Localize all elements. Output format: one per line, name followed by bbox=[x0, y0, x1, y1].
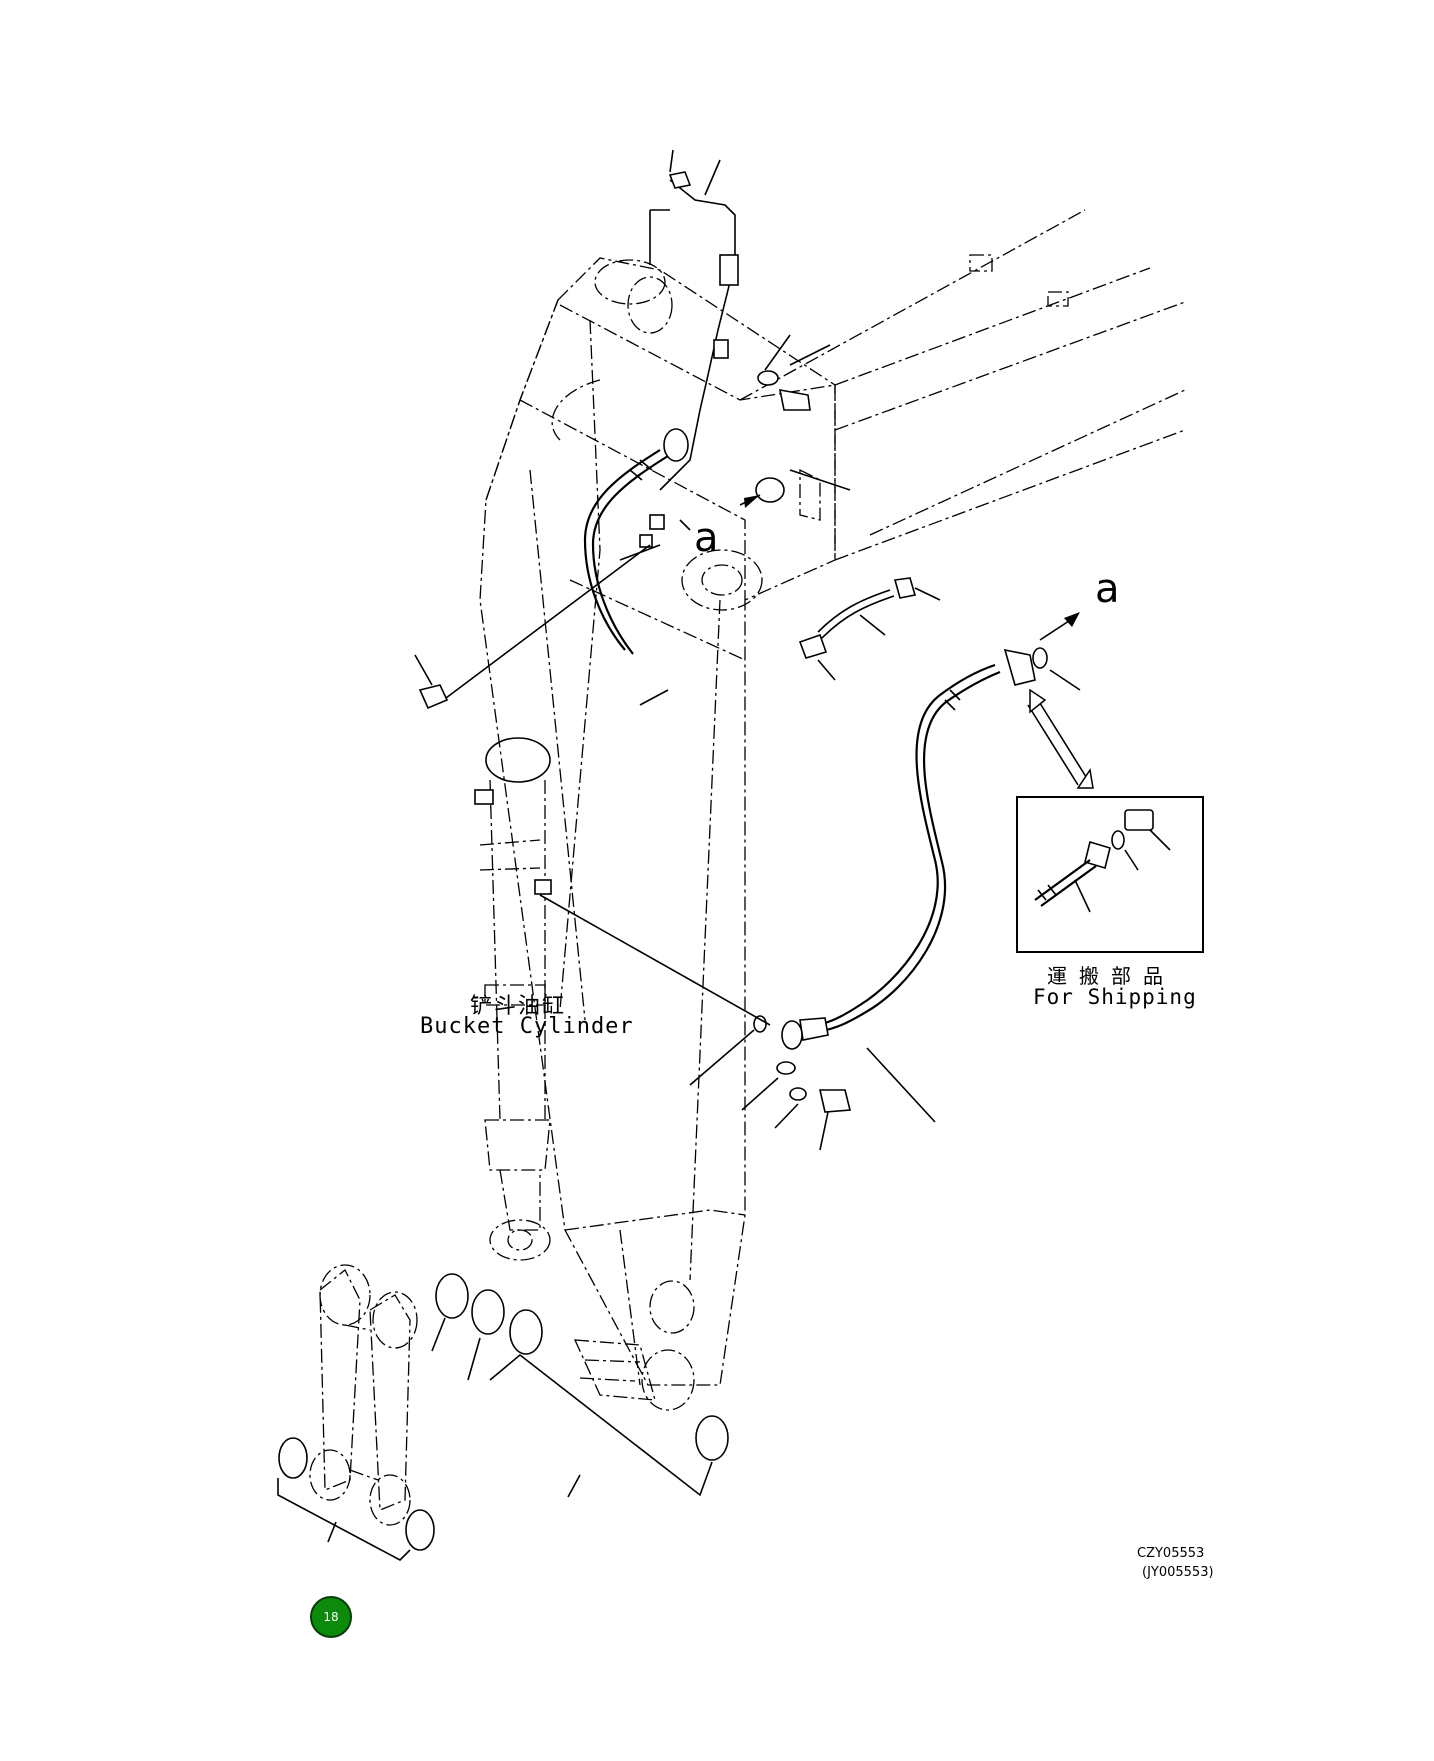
callout-a-hose-label: a bbox=[1095, 566, 1120, 612]
for-shipping-inset bbox=[1016, 796, 1204, 953]
hose-callout-arrow bbox=[1027, 612, 1094, 789]
grease-hose bbox=[689, 648, 1036, 1123]
callout-a-label: a bbox=[694, 515, 719, 561]
bucket-cylinder-label-en: Bucket Cylinder bbox=[420, 1014, 634, 1039]
bolt-washer-set bbox=[741, 1061, 852, 1151]
boom-body bbox=[681, 209, 1186, 611]
pivot-fittings bbox=[619, 334, 851, 561]
for-shipping-label-cn: 運搬部品 bbox=[1047, 964, 1175, 988]
arm-body bbox=[479, 257, 836, 1411]
page-number-badge[interactable]: 18 bbox=[310, 1596, 352, 1638]
figure-ref: CZY05553 bbox=[1137, 1546, 1205, 1561]
for-shipping-label-en: For Shipping bbox=[1033, 985, 1197, 1009]
upper-grease-line bbox=[649, 149, 739, 491]
bucket-links bbox=[309, 1264, 418, 1526]
bucket-cylinder-label-cn: 铲斗油缸 bbox=[470, 994, 567, 1019]
right-fitting-hose bbox=[798, 577, 941, 681]
short-grease-hose bbox=[583, 428, 689, 706]
bucket-cylinder bbox=[474, 737, 552, 1261]
seal-rings bbox=[277, 1273, 729, 1561]
figure-ref-alt: (JY005553) bbox=[1142, 1565, 1214, 1580]
grease-nipples bbox=[414, 544, 771, 1026]
